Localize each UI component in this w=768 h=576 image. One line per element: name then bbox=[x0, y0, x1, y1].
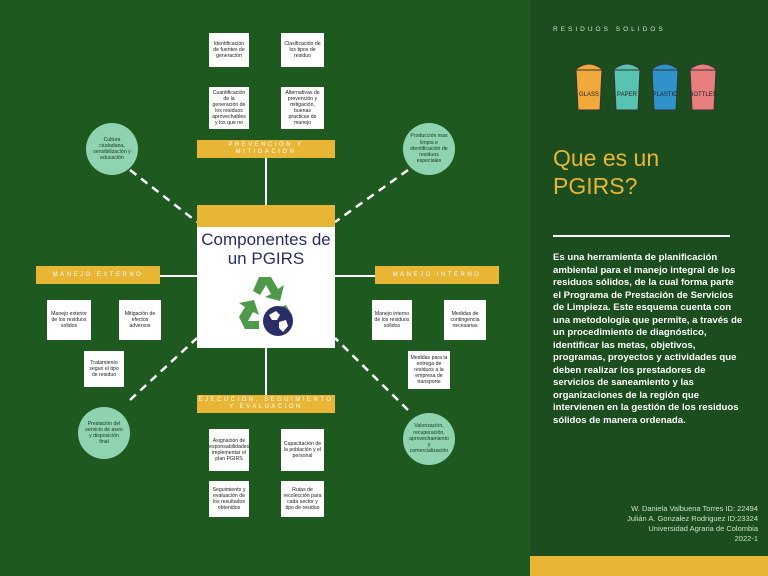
credit-line: 2022-1 bbox=[734, 534, 758, 543]
sidebar-tag: RESIDUOS SOLIDOS bbox=[553, 26, 666, 33]
bin-label: PLASTIC bbox=[652, 92, 678, 98]
bar-prevencion: PREVENCION Y MITIGACION bbox=[197, 140, 335, 158]
bar-manejo-externo: MANEJO EXTERNO bbox=[36, 266, 160, 284]
sidebar-heading: Que es un PGIRS? bbox=[553, 145, 660, 199]
note-capacitacion: Capacitación de la población y el person… bbox=[281, 429, 324, 471]
sidebar-paragraph: Es una herramienta de planificación ambi… bbox=[553, 252, 743, 426]
sidebar-panel bbox=[530, 0, 768, 576]
bin-paper: PAPER bbox=[611, 63, 643, 111]
note-rutas: Rutas de recolección para cada sector y … bbox=[281, 481, 324, 517]
center-title: Componentes de un PGIRS bbox=[201, 230, 331, 268]
sidebar-bottom-bar bbox=[530, 556, 768, 576]
bubble-prestacion: Prestación del servicio de aseo y dispos… bbox=[78, 407, 130, 459]
sidebar-divider bbox=[553, 235, 730, 237]
bubble-cultura: Cultura ciudadana, sensibilización y edu… bbox=[86, 123, 138, 175]
note-medidas-entrega: Medidas para la entrega de residuos a la… bbox=[408, 351, 450, 389]
note-tratamiento: Tratamiento segun el tipo de residuo bbox=[84, 351, 124, 387]
center-card-strip bbox=[197, 205, 335, 227]
note-manejo-exterior: Manejo exterior de los residuos solidos bbox=[47, 300, 91, 340]
note-medidas-contingencia: Medidas de contingencia necesarias bbox=[444, 300, 486, 340]
bin-label: BOTTLES bbox=[689, 92, 716, 98]
bubble-produccion: Producción mas limpia e identificación d… bbox=[403, 123, 455, 175]
recycle-globe-icon bbox=[239, 277, 293, 336]
note-seguimiento: Seguimiento y evaluación de los resultad… bbox=[209, 481, 249, 517]
credit-line: Universidad Agraria de Colombia bbox=[648, 524, 758, 533]
note-cuantificacion: Cuantificación de la generación de los r… bbox=[209, 87, 249, 129]
sidebar-credits: W. Daniela Valbuena Torres ID: 22494 Jul… bbox=[538, 504, 758, 544]
credit-line: W. Daniela Valbuena Torres ID: 22494 bbox=[631, 504, 758, 513]
note-identificacion: Identificación de fuentes de generación bbox=[209, 33, 249, 67]
note-asignacion: Asignación de responsabilidades, impleme… bbox=[209, 429, 249, 471]
bar-ejecucion: EJECUCION, SEGUIMIENTO Y EVALUACION bbox=[197, 395, 335, 413]
bin-plastic: PLASTIC bbox=[649, 63, 681, 111]
note-manejo-interno: Manejo interno de los residuos solidos bbox=[372, 300, 412, 340]
note-clasificacion: Clasificación de los tipos de residuo bbox=[281, 33, 324, 67]
note-mitigacion: Mitigación de efectos adversos bbox=[119, 300, 161, 340]
recycling-bins-illustration: GLASS PAPER PLASTIC BOTTLES bbox=[573, 63, 719, 111]
bin-label: PAPER bbox=[617, 92, 638, 98]
bubble-valorizacion: Valorización, recuperación, aprovechamie… bbox=[403, 413, 455, 465]
connector-lines bbox=[129, 158, 409, 411]
note-alternativas: Alternativas de prevención y mitigación,… bbox=[281, 87, 324, 129]
center-card: Componentes de un PGIRS bbox=[197, 205, 335, 348]
credit-line: Julián A. Gonzalez Rodriguez ID:23324 bbox=[627, 514, 758, 523]
bar-manejo-interno: MANEJO INTERNO bbox=[375, 266, 499, 284]
bin-bottles: BOTTLES bbox=[687, 63, 719, 111]
bin-label: GLASS bbox=[579, 92, 599, 98]
bin-glass: GLASS bbox=[573, 63, 605, 111]
